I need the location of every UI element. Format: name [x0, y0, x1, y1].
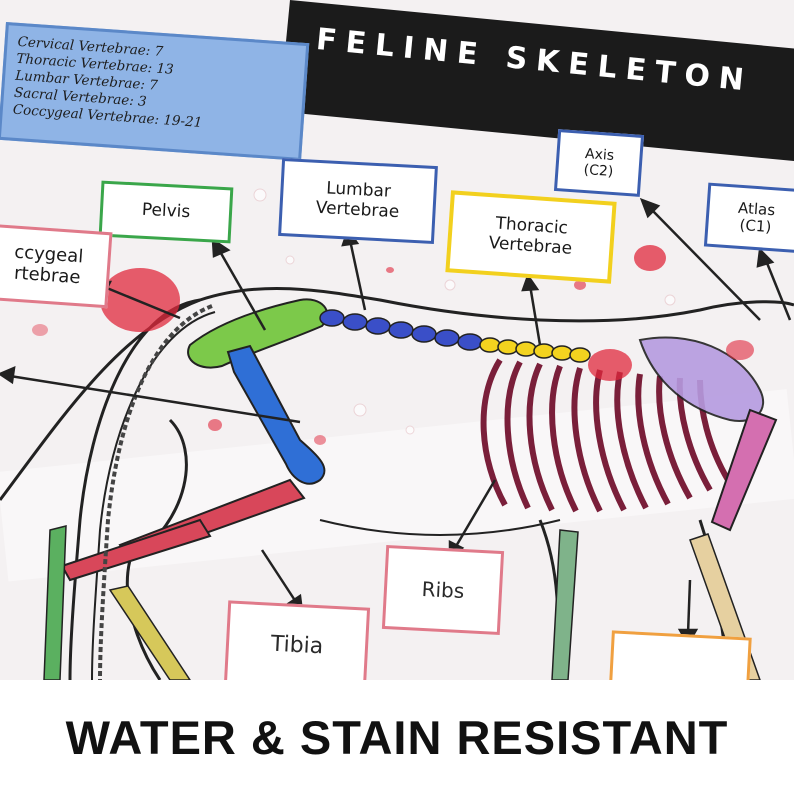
- poster-photo: FELINE SKELETON Cervical Vertebrae: 7 Th…: [0, 0, 794, 680]
- label-thoracic-vertebrae: Thoracic Vertebrae: [445, 190, 616, 283]
- thoracic-vertebrae: [480, 338, 590, 362]
- label-atlas-c1: Atlas (C1): [704, 183, 794, 254]
- pelvis-bone: [188, 299, 327, 367]
- label-lumbar-vertebrae: Lumbar Vertebrae: [278, 158, 438, 244]
- label-tibia: Tibia: [224, 600, 370, 680]
- label-partial-orange: [608, 630, 751, 680]
- lumbar-vertebrae: [320, 310, 482, 350]
- label-ribs: Ribs: [382, 545, 504, 635]
- caption-text: WATER & STAIN RESISTANT: [0, 680, 794, 794]
- radius-bone: [552, 530, 578, 680]
- vertebrae-counts-box: Cervical Vertebrae: 7 Thoracic Vertebrae…: [0, 22, 309, 161]
- label-coccygeal-vertebrae: ccygeal rtebrae: [0, 224, 112, 308]
- label-axis-c2: Axis (C2): [554, 129, 644, 197]
- label-pelvis: Pelvis: [99, 181, 234, 244]
